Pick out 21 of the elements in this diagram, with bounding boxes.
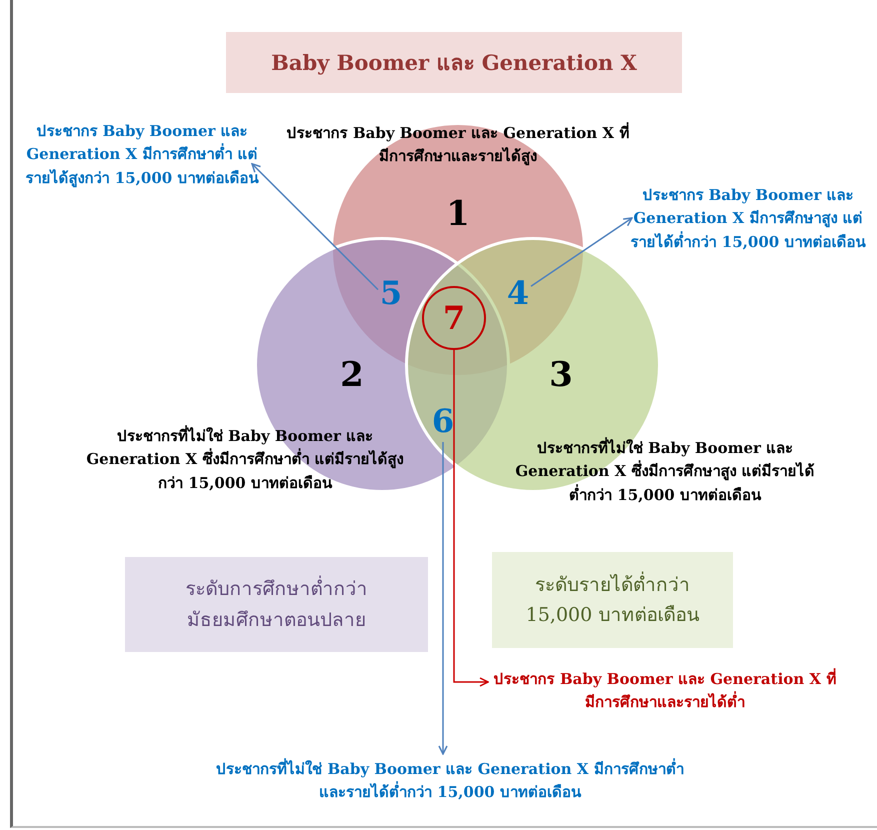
callout-text: ประชากร Baby Boomer และ Generation X มีการศึกษาสูง แต่รายได้ต่ำกว่า 15,000 บาทต่อเดือน [628, 184, 868, 254]
arrow [438, 442, 448, 755]
region-number: 5 [378, 276, 404, 310]
heading-box: Baby Boomer และ Generation X [226, 32, 682, 93]
callout-text: ประชากรที่ไม่ใช่ Baby Boomer และ Generation X มีการศึกษาต่ำและรายได้ต่ำกว่า 15,000 บาทต่อเดือน [215, 758, 685, 804]
arrow [453, 350, 489, 687]
circled-number: 7 [422, 286, 486, 350]
arrow [530, 217, 633, 287]
region-description: ประชากรที่ไม่ใช่ Baby Boomer และ Generation X ซึ่งมีการศึกษาสูง แต่มีรายได้ต่ำกว่า 15,000 บาทต่อเดือน [515, 437, 815, 506]
arrow [251, 163, 379, 290]
region-number: 4 [505, 276, 531, 310]
category-box: ระดับรายได้ต่ำกว่า 15,000 บาทต่อเดือน [492, 552, 733, 648]
region-description: ประชากรที่ไม่ใช่ Baby Boomer และ Generation X ซึ่งมีการศึกษาต่ำ แต่มีรายได้สูงกว่า 15,000 บาทต่อเดือน [85, 425, 405, 494]
region-number: 3 [547, 357, 575, 393]
region-number: 6 [430, 404, 456, 438]
region-description: ประชากร Baby Boomer และ Generation X ที่มีการศึกษาและรายได้สูง [286, 122, 630, 168]
category-box: ระดับการศึกษาต่ำกว่ามัธยมศึกษาตอนปลาย [125, 557, 428, 652]
callout-text: ประชากร Baby Boomer และ Generation X ที่มีการศึกษาและรายได้ต่ำ [490, 668, 840, 714]
region-number: 1 [444, 196, 472, 232]
callout-text: ประชากร Baby Boomer และ Generation X มีการศึกษาต่ำ แต่รายได้สูงกว่า 15,000 บาทต่อเดือน [22, 120, 262, 190]
region-number: 2 [338, 357, 366, 393]
